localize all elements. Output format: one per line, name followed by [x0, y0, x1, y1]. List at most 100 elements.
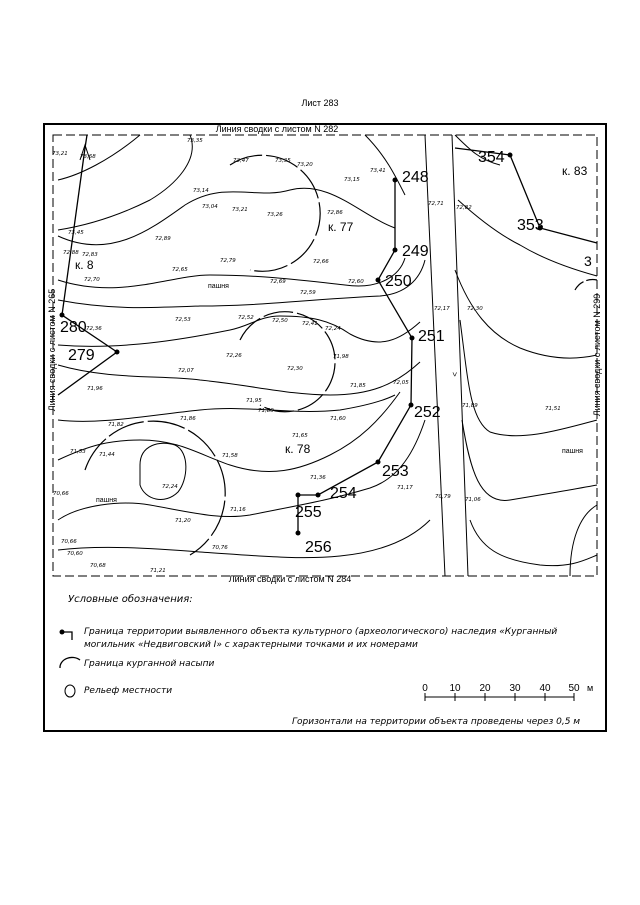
mound-boundary-77: [229, 154, 321, 272]
point-label: 248: [402, 169, 429, 186]
contour: [57, 394, 396, 422]
map-frame: [43, 123, 607, 732]
field-label: пашня: [208, 283, 229, 290]
elevation: 71,06: [465, 497, 481, 503]
point-label: 354: [478, 149, 505, 166]
elevation: 73,47: [233, 158, 249, 164]
point-label: 256: [305, 539, 332, 556]
elevation: 73,14: [193, 188, 209, 194]
contour: [461, 419, 598, 501]
elevation: 73,68: [80, 154, 96, 160]
elevation: 71,86: [180, 416, 196, 422]
north-arrow-icon: [79, 143, 91, 161]
scale-unit: м: [587, 683, 593, 693]
elevation: 72,69: [270, 279, 286, 285]
scale-label: 10: [449, 683, 461, 694]
point-label: 280: [60, 319, 87, 336]
elevation: 72,24: [325, 326, 341, 332]
scale-bar: 0 10 20 30 40 50 м: [422, 683, 593, 701]
elevation: 72,89: [155, 236, 171, 242]
elevation: 72,24: [162, 484, 178, 490]
elevation: 71,36: [310, 475, 326, 481]
cut-label: 3: [584, 253, 592, 269]
scale-label: 30: [509, 683, 521, 694]
mound-legend-icon: [59, 656, 81, 669]
contours: [57, 134, 598, 577]
point-label: 251: [418, 328, 445, 345]
kurgan-label: к. 83: [562, 164, 588, 178]
elevation: 70,76: [212, 545, 228, 551]
elevation: 70,66: [53, 491, 69, 497]
contour: [454, 134, 501, 166]
elevation: 71,80: [258, 408, 274, 414]
boundary-legend-dot-icon: [59, 629, 65, 635]
point-marker: [375, 459, 381, 465]
elevation: 72,86: [327, 210, 343, 216]
elevation: 71,44: [99, 452, 115, 458]
point-marker: [114, 349, 120, 355]
kurgan-label: к. 78: [285, 442, 311, 456]
elevation: 71,85: [350, 383, 366, 389]
point-label: 353: [517, 217, 544, 234]
elevation: 71,98: [333, 354, 349, 360]
elevation: 72,66: [313, 259, 329, 265]
contour-closed: [139, 442, 187, 500]
point-label: 250: [385, 273, 412, 290]
elevation: 71,58: [222, 453, 238, 459]
elevation: 71,51: [545, 406, 561, 412]
edge-label-right: Линия сводки с листом N 299: [592, 294, 602, 417]
elevation: 72,59: [300, 290, 316, 296]
elevation-marks: 73,35 73,47 73,35 73,20 73,68 73,41 73,1…: [52, 138, 561, 574]
point-marker: [392, 177, 398, 183]
elevation: 71,20: [175, 518, 191, 524]
point-marker: [408, 402, 414, 408]
kurgan-labels: к. 77 к. 78 к. 8 к. 83 3: [75, 164, 592, 456]
elevation: 72,41: [302, 321, 318, 327]
scale-label: 50: [568, 683, 580, 694]
edge-labels: Линия сводки с листом N 282 Линия сводки…: [47, 124, 602, 584]
contour-note: Горизонтали на территории объекта провед…: [292, 717, 580, 727]
legend-boundary-line1: Граница территории выявленного объекта к…: [84, 627, 557, 637]
contour: [57, 257, 406, 289]
legend-mound: Граница курганной насыпи: [84, 659, 215, 669]
elevation: 73,26: [267, 212, 283, 218]
elevation: 72,88: [63, 250, 79, 256]
field-labels: пашня пашня пашня: [96, 283, 583, 504]
road-edge-right: [451, 134, 469, 577]
elevation: 71,53: [70, 449, 86, 455]
point-marker: [295, 492, 301, 498]
elevation: 72,05: [393, 380, 409, 386]
field-label: пашня: [96, 497, 117, 504]
contour: [469, 519, 598, 567]
elevation: 73,21: [52, 151, 68, 157]
mound-boundary-8: [84, 420, 226, 556]
elevation: 71,17: [397, 485, 413, 491]
contour: [569, 504, 598, 577]
boundary-line-ne: [454, 147, 598, 244]
road-arrow: >: [450, 372, 459, 377]
elevation: 73,04: [202, 204, 218, 210]
elevation: 72,53: [175, 317, 191, 323]
elevation: 73,45: [68, 230, 84, 236]
relief-legend-icon: [64, 684, 76, 698]
elevation: 71,95: [246, 398, 262, 404]
field-label: пашня: [562, 448, 583, 455]
elevation: 71,21: [150, 568, 166, 574]
elevation: 72,70: [84, 277, 100, 283]
elevation: 72,52: [238, 315, 254, 321]
kurgan-label: к. 77: [328, 220, 354, 234]
legend-title: Условные обозначения:: [68, 593, 193, 605]
elevation: 72,71: [428, 201, 444, 207]
contour: [57, 187, 396, 246]
contour: [57, 259, 426, 309]
contour: [57, 361, 421, 396]
elevation: 72,60: [348, 279, 364, 285]
sheet-title: Лист 283: [301, 98, 339, 108]
sheet-boundary: [52, 134, 598, 577]
mound-boundary-78: [239, 311, 336, 413]
edge-label-bottom: Линия сводки с листом N 284: [229, 574, 352, 584]
contour: [364, 134, 406, 196]
point-marker: [315, 492, 321, 498]
contour: [459, 319, 598, 437]
